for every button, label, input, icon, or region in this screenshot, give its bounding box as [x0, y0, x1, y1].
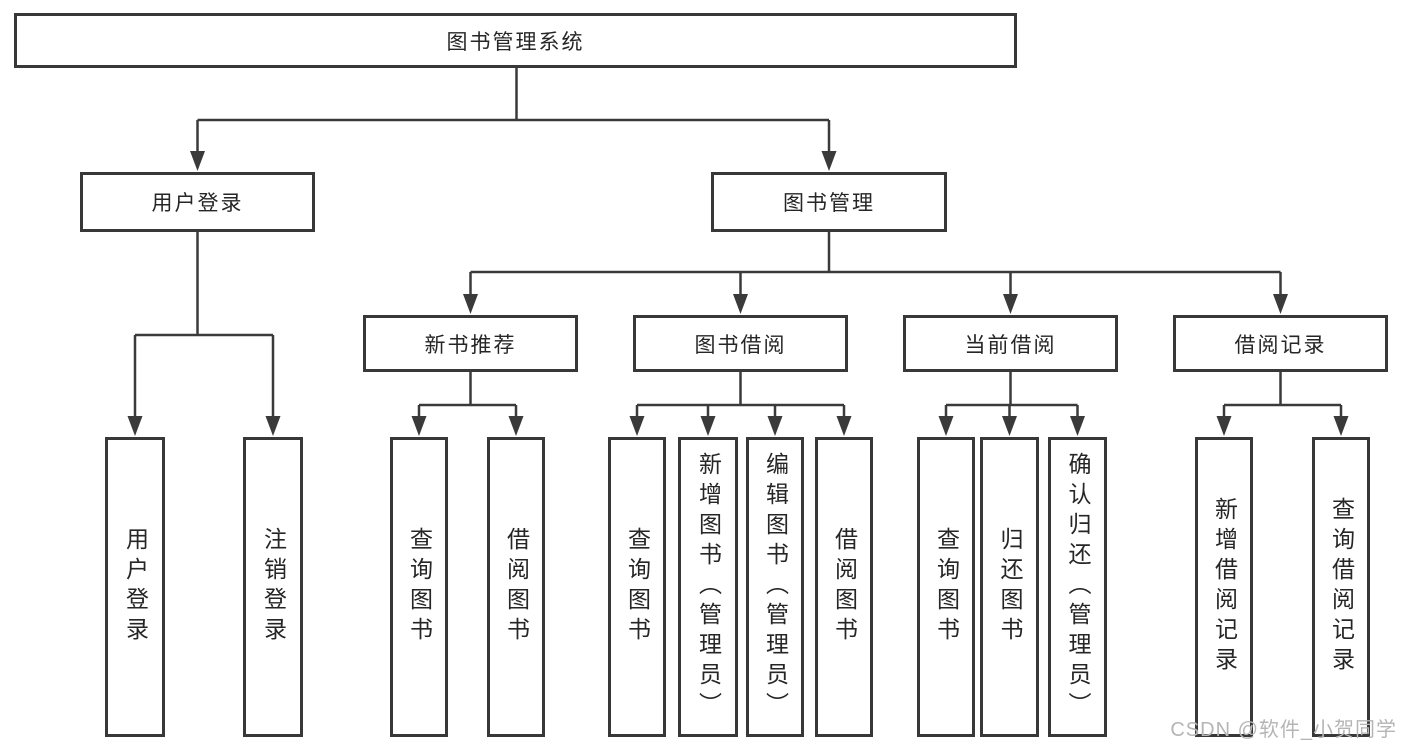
node-current-borrow-label: 当前借阅	[964, 333, 1057, 357]
leaf-query-borrow-record-label: 查询借阅记录	[1328, 497, 1355, 677]
leaf-confirm-return-admin-label: 确认归还（管理员）	[1065, 452, 1091, 722]
leaf-add-book-admin-label: 新增图书（管理员）	[695, 452, 722, 722]
node-book-management: 图书管理	[711, 172, 947, 232]
leaf-query-books-recommend-label: 查询图书	[406, 527, 433, 647]
leaf-return-book: 归还图书	[980, 437, 1039, 737]
leaf-edit-book-admin: 编辑图书（管理员）	[746, 437, 804, 737]
leaf-logout: 注销登录	[243, 437, 303, 737]
node-new-book-recommend: 新书推荐	[363, 315, 578, 372]
leaf-borrow-books: 借阅图书	[815, 437, 873, 737]
leaf-query-books-current-label: 查询图书	[933, 527, 960, 647]
leaf-confirm-return-admin: 确认归还（管理员）	[1048, 437, 1107, 737]
node-book-management-label: 图书管理	[783, 192, 875, 215]
leaf-borrow-books-recommend: 借阅图书	[487, 437, 545, 737]
leaf-edit-book-admin-label: 编辑图书（管理员）	[762, 452, 789, 722]
leaf-query-books-borrow: 查询图书	[608, 437, 666, 737]
node-current-borrow: 当前借阅	[903, 315, 1118, 372]
node-borrow-records-label: 借阅记录	[1234, 333, 1327, 357]
connector-root-to-level2	[196, 68, 831, 157]
leaf-user-login: 用户登录	[105, 437, 165, 737]
node-user-login: 用户登录	[80, 172, 315, 232]
connector-bookmgmt-to-level3	[469, 232, 1282, 300]
node-library-system-label: 图书管理系统	[446, 30, 585, 54]
node-user-login-label: 用户登录	[151, 192, 244, 215]
node-book-borrow-label: 图书借阅	[694, 333, 787, 357]
leaf-borrow-books-label: 借阅图书	[831, 527, 858, 647]
node-book-borrow: 图书借阅	[633, 315, 848, 372]
leaf-user-login-label: 用户登录	[122, 527, 149, 647]
leaf-query-books-recommend: 查询图书	[390, 437, 448, 737]
leaf-query-books-borrow-label: 查询图书	[624, 527, 651, 647]
leaf-query-books-current: 查询图书	[917, 437, 975, 737]
leaf-return-book-label: 归还图书	[997, 527, 1023, 647]
leaf-query-borrow-record: 查询借阅记录	[1312, 437, 1370, 737]
leaf-add-borrow-record-label: 新增借阅记录	[1211, 497, 1238, 677]
leaf-add-book-admin: 新增图书（管理员）	[678, 437, 738, 737]
connector-level3-to-leaves	[417, 372, 1343, 422]
leaf-logout-label: 注销登录	[260, 527, 287, 647]
node-library-system: 图书管理系统	[14, 13, 1017, 68]
leaf-borrow-books-recommend-label: 借阅图书	[503, 527, 530, 647]
leaf-add-borrow-record: 新增借阅记录	[1195, 437, 1253, 737]
connector-userlogin-to-leaves	[133, 232, 275, 422]
csdn-watermark: CSDN @软件_小贺同学	[1170, 719, 1397, 741]
node-new-book-recommend-label: 新书推荐	[424, 333, 517, 357]
node-borrow-records: 借阅记录	[1173, 315, 1388, 372]
